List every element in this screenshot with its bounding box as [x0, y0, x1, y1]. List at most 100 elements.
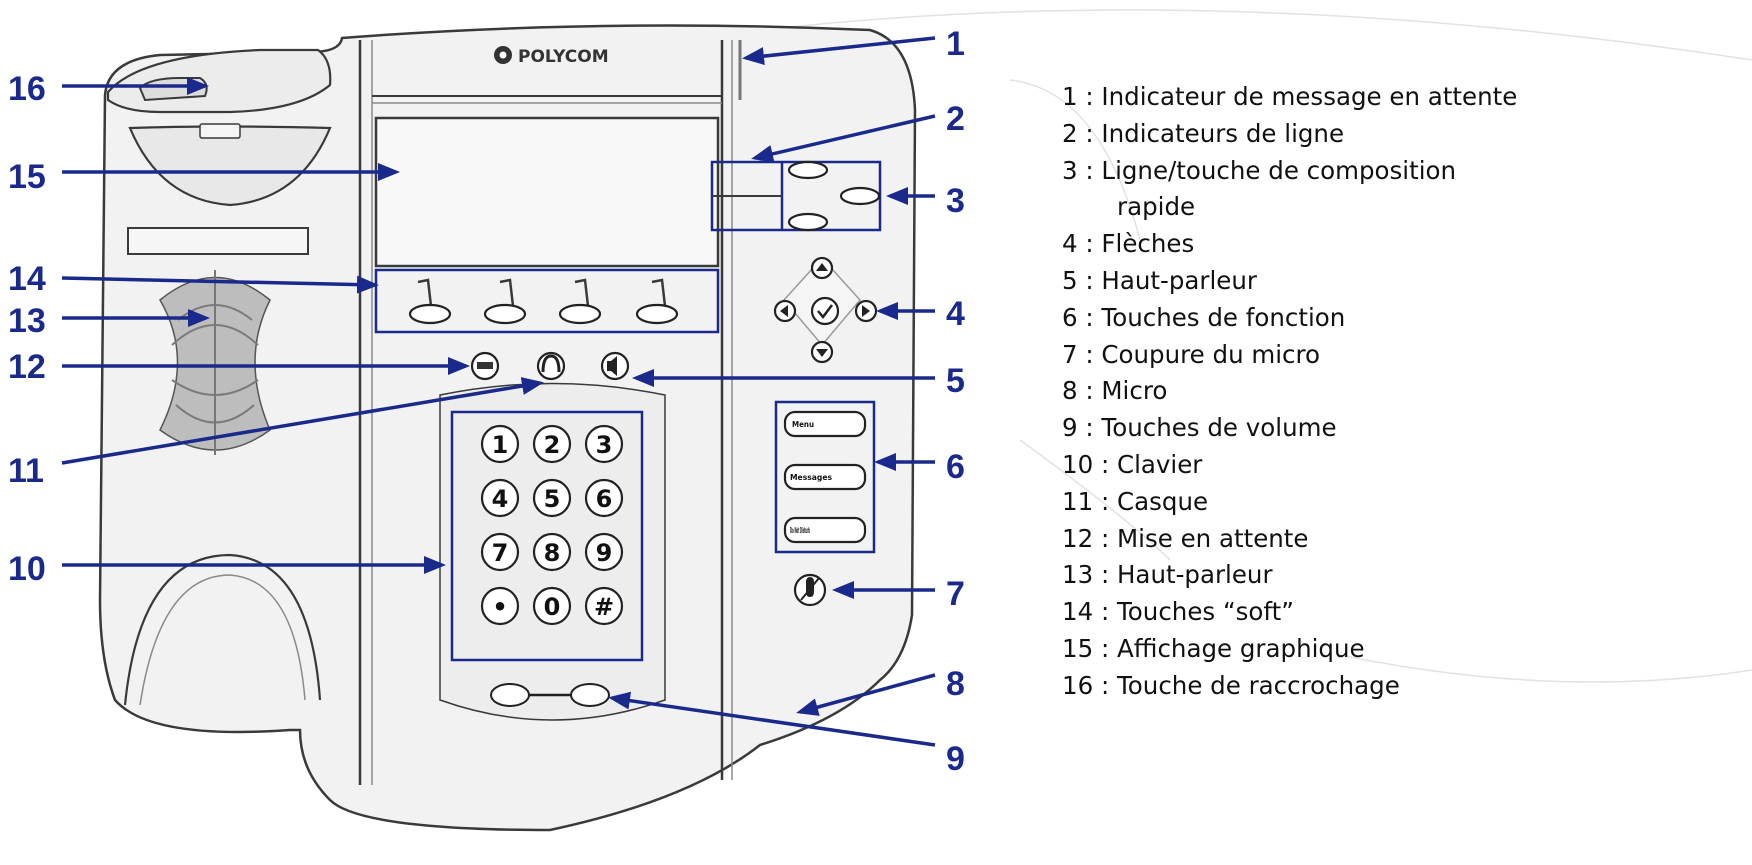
arrow-right-button[interactable] — [854, 299, 878, 323]
legend-item: 5 : Haut-parleur — [1062, 263, 1582, 300]
arrow-11 — [61, 377, 544, 465]
callout-12: 12 — [8, 348, 46, 386]
legend-item-text: 7 : Coupure du micro — [1062, 339, 1321, 369]
arrow-left-icon — [780, 305, 788, 317]
polycom-logo: POLYCOM — [494, 46, 609, 67]
soft-key-2[interactable] — [483, 278, 527, 325]
messages-key[interactable]: Messages — [783, 463, 867, 491]
headset-button[interactable] — [536, 351, 566, 381]
keypad-key-label: 7 — [492, 539, 509, 567]
arrow-8 — [796, 673, 936, 716]
bg-arc-right — [1009, 79, 1141, 241]
line-key-1[interactable] — [787, 160, 829, 180]
keypad-key-label: 5 — [544, 485, 561, 513]
arrow-up-icon — [816, 263, 828, 271]
callout-8: 8 — [946, 665, 965, 703]
mute-button[interactable] — [793, 573, 827, 607]
bg-arc-bottom — [1339, 654, 1752, 683]
callout-1: 1 — [946, 25, 965, 63]
keypad-key[interactable]: 3 — [584, 424, 624, 464]
legend-item-text: 11 : Casque — [1062, 486, 1209, 516]
soft-key-1[interactable] — [408, 278, 452, 325]
speakerphone-button[interactable] — [600, 351, 630, 381]
keypad-key[interactable]: 7 — [480, 532, 520, 572]
callout-13: 13 — [8, 302, 46, 340]
callout-4: 4 — [946, 295, 965, 333]
arrow-left-button[interactable] — [773, 299, 797, 323]
keypad-key[interactable]: 0 — [532, 586, 572, 626]
line-keys — [710, 160, 882, 232]
line-key-3[interactable] — [787, 212, 829, 232]
legend-item-text: 9 : Touches de volume — [1062, 413, 1337, 443]
legend-item-text: 5 : Haut-parleur — [1062, 265, 1257, 295]
bg-arc-mid — [1019, 439, 1171, 561]
arrow-down-button[interactable] — [810, 340, 834, 364]
keypad-key[interactable]: 5 — [532, 478, 572, 518]
arrow-up-button[interactable] — [810, 256, 834, 280]
callout-9: 9 — [946, 740, 965, 778]
legend-item: 10 : Clavier — [1062, 447, 1582, 484]
keypad-key[interactable]: # — [584, 586, 624, 626]
navigation-cluster — [773, 256, 878, 364]
legend-item: 15 : Affichage graphique — [1062, 631, 1582, 668]
callout-16: 16 — [8, 70, 46, 108]
keypad-key[interactable]: 1 — [480, 424, 520, 464]
soft-key-4[interactable] — [635, 278, 679, 325]
dnd-key-label: Do Not Disturb — [790, 526, 810, 535]
callout-15: 15 — [8, 158, 46, 196]
select-button[interactable] — [810, 296, 840, 326]
volume-keys[interactable] — [490, 683, 610, 707]
keypad-box — [450, 410, 644, 662]
legend-item-text: 13 : Haut-parleur — [1062, 560, 1273, 590]
keypad-key-label: 8 — [544, 539, 561, 567]
keypad-key[interactable]: • — [480, 586, 520, 626]
arrow-2 — [751, 114, 936, 163]
menu-key[interactable]: Menu — [783, 410, 867, 438]
legend-list: 1 : Indicateur de message en attente 2 :… — [1062, 79, 1582, 705]
line-key-2[interactable] — [839, 186, 881, 206]
keypad-key[interactable]: 8 — [532, 532, 572, 572]
legend-item-text: 16 : Touche de raccrochage — [1062, 670, 1400, 700]
legend-item: 7 : Coupure du micro — [1062, 337, 1582, 374]
menu-key-label: Menu — [792, 420, 814, 429]
keypad-key-label: 2 — [544, 431, 561, 459]
keypad-key[interactable]: 2 — [532, 424, 572, 464]
graphic-display — [374, 116, 720, 268]
keypad-key[interactable]: 6 — [584, 478, 624, 518]
callout-10: 10 — [8, 550, 46, 588]
speaker-icon — [607, 356, 617, 376]
keypad-key[interactable]: 4 — [480, 478, 520, 518]
hold-button[interactable] — [470, 351, 500, 381]
legend-item: 16 : Touche de raccrochage — [1062, 668, 1582, 705]
legend-item: 14 : Touches “soft” — [1062, 594, 1582, 631]
legend-item: 9 : Touches de volume — [1062, 410, 1582, 447]
callout-11: 11 — [8, 452, 44, 490]
soft-keys-box — [374, 268, 720, 334]
arrow-right-icon — [862, 305, 870, 317]
dnd-key[interactable]: Do Not Disturb — [783, 516, 867, 544]
legend-item-text: 14 : Touches “soft” — [1062, 597, 1294, 627]
keypad-key-label: 6 — [596, 485, 613, 513]
keypad-key-label: • — [492, 593, 507, 621]
arrow-1 — [742, 36, 936, 66]
speaker-grille — [159, 270, 271, 455]
legend-item-text: 12 : Mise en attente — [1062, 523, 1309, 553]
keypad-key[interactable]: 9 — [584, 532, 624, 572]
soft-key-3[interactable] — [558, 278, 602, 325]
legend-item-text: 4 : Flèches — [1062, 229, 1195, 259]
legend-item: 6 : Touches de fonction — [1062, 300, 1582, 337]
callout-2: 2 — [946, 100, 965, 138]
keypad-key-label: 0 — [544, 593, 561, 621]
callout-14: 14 — [8, 260, 46, 298]
arrow-down-icon — [816, 349, 828, 357]
callout-7: 7 — [946, 575, 965, 613]
label-slot — [127, 227, 309, 255]
keypad-key-label: 1 — [492, 431, 509, 459]
legend-item-text: 2 : Indicateurs de ligne — [1062, 118, 1345, 148]
messages-key-label: Messages — [790, 473, 832, 482]
legend-item: 11 : Casque — [1062, 484, 1582, 521]
legend-item-text: 15 : Affichage graphique — [1062, 633, 1365, 663]
